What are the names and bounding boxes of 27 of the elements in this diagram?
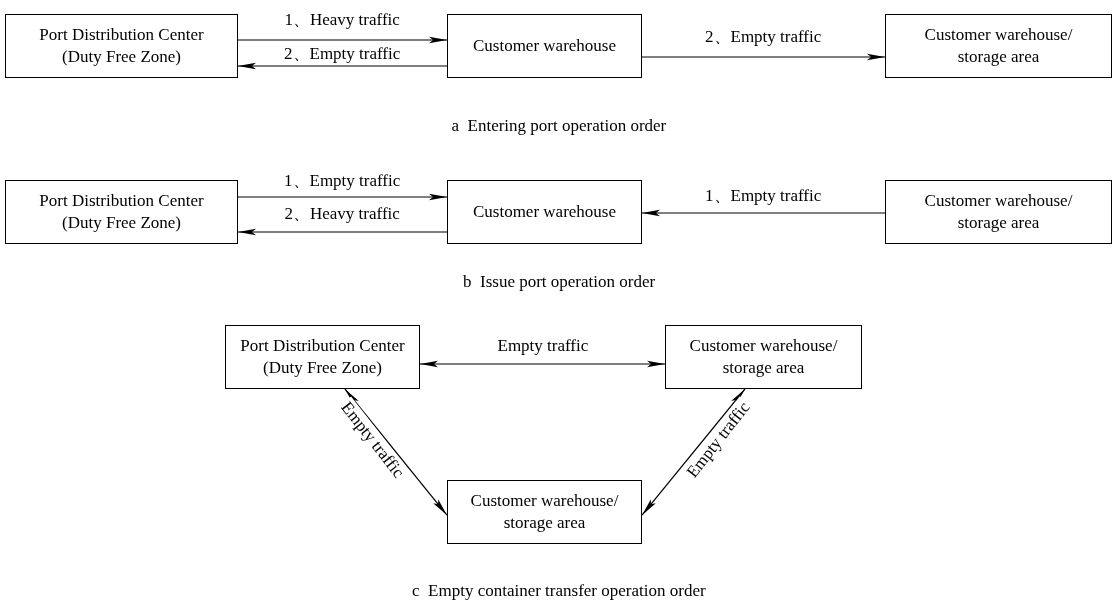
edge-label: 1、Empty traffic [703,186,824,206]
arrow [237,62,448,70]
arrow [344,388,448,516]
process-box: Customer warehouse/ storage area [885,14,1112,78]
edge-label: 1、Empty traffic [282,171,403,191]
process-box: Customer warehouse/ storage area [447,480,642,544]
edge-label: 2、Empty traffic [282,44,403,64]
caption: c Empty container transfer operation order [410,581,708,601]
caption: b Issue port operation order [461,272,658,292]
caption: a Entering port operation order [449,116,669,136]
edge-label: Empty traffic [495,336,591,356]
arrow [641,53,886,61]
process-box: Customer warehouse [447,180,642,244]
arrow [237,36,448,44]
arrow [419,360,666,368]
arrow [237,228,448,236]
process-box: Customer warehouse/ storage area [885,180,1112,244]
process-box: Customer warehouse [447,14,642,78]
process-box: Port Distribution Center (Duty Free Zone) [225,325,420,389]
edge-label: 2、Empty traffic [703,27,824,47]
arrow [641,209,886,217]
arrow [237,193,448,201]
process-box: Customer warehouse/ storage area [665,325,862,389]
process-box: Port Distribution Center (Duty Free Zone) [5,180,238,244]
arrow [641,388,746,516]
process-box: Port Distribution Center (Duty Free Zone) [5,14,238,78]
edge-label: 2、Heavy traffic [282,204,402,224]
